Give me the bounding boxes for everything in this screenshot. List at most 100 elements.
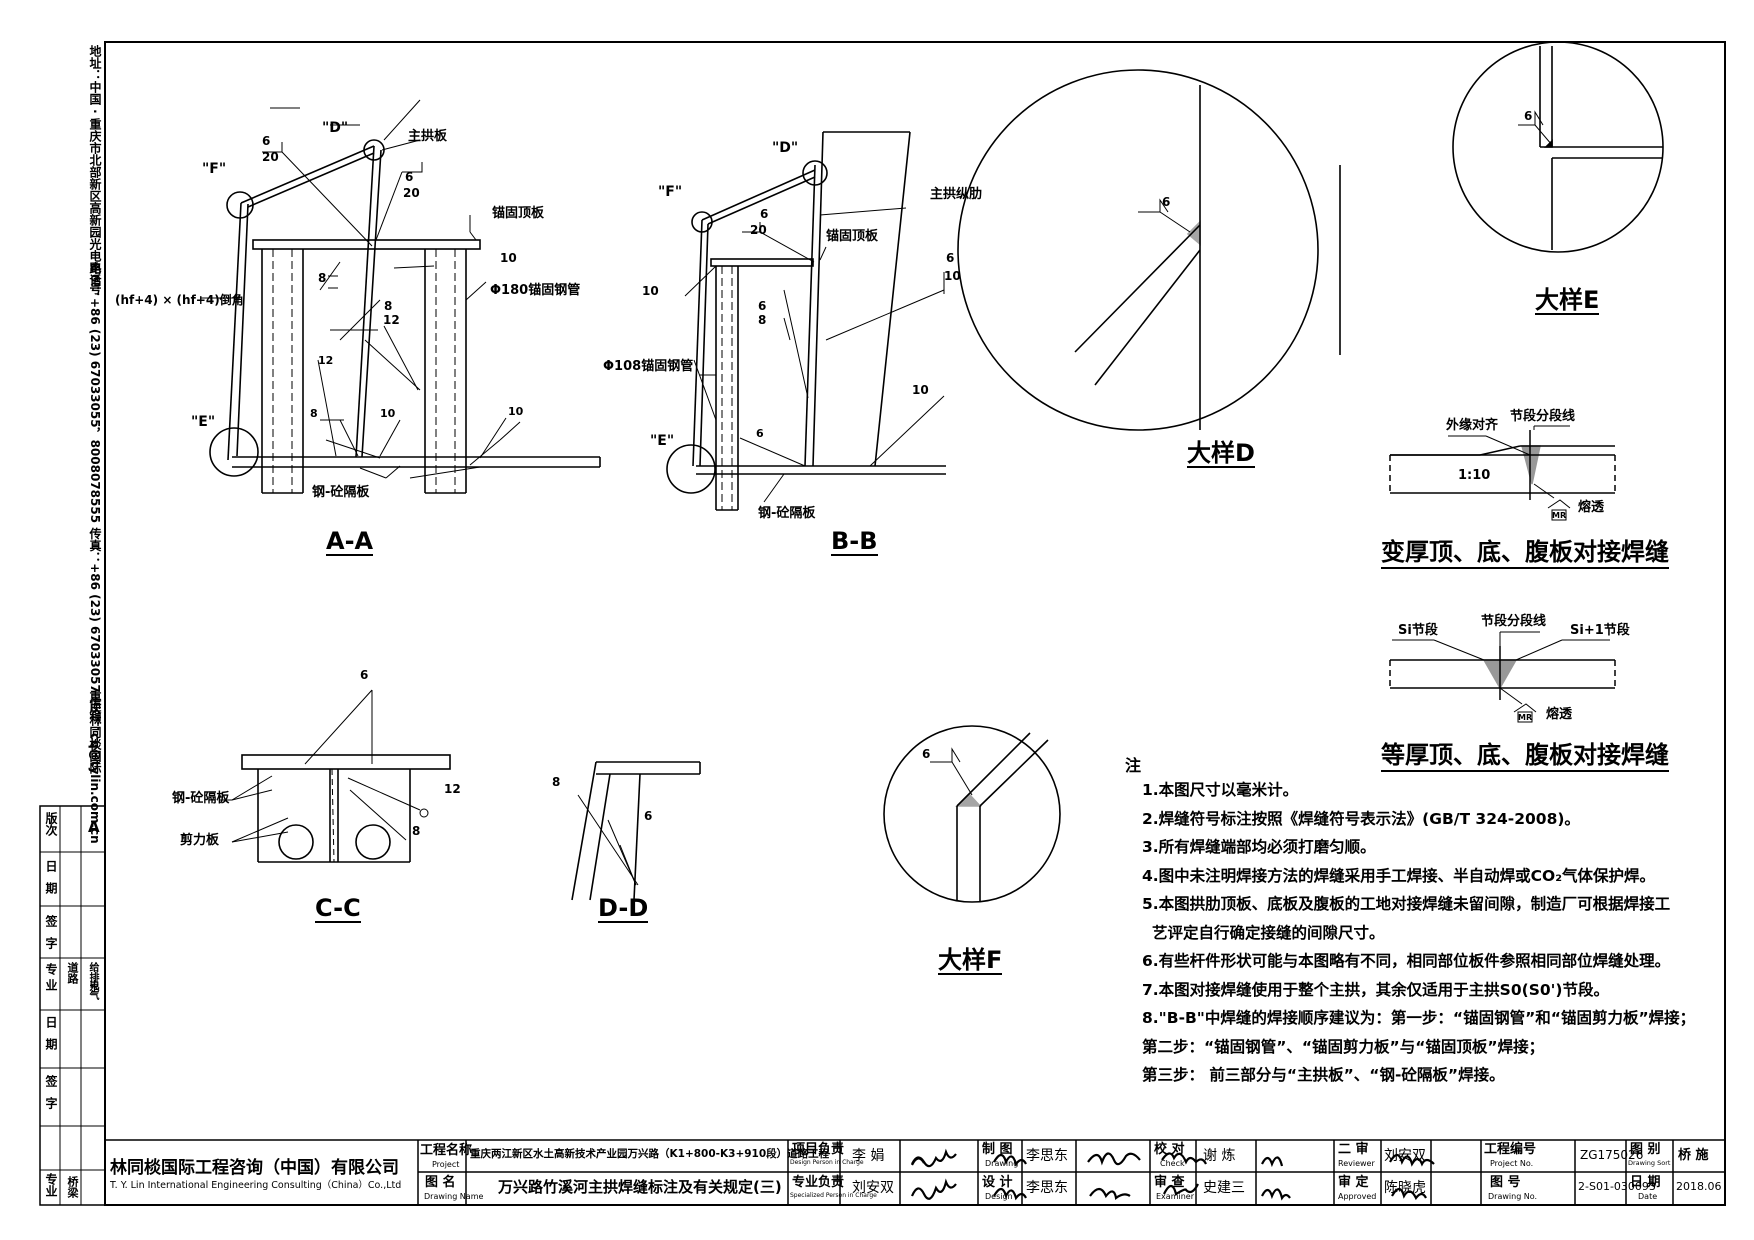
- cc-partition: 钢-砼隔板: [172, 791, 230, 806]
- dwg-no-en: Drawing No.: [1488, 1192, 1538, 1201]
- detail-f-drawing: [883, 725, 1061, 903]
- note-item: 第二步：“锚固钢管”、“锚固剪力板”与“锚固顶板”焊接；: [1142, 1037, 1545, 1056]
- section-aa-leaders: [200, 99, 521, 479]
- check-label: 校 对: [1154, 1142, 1185, 1157]
- detail-d-caption: 大样D: [1187, 439, 1255, 469]
- proj-lead-en: Design Person in Charge: [790, 1159, 864, 1166]
- section-cc-drawing: [241, 754, 451, 863]
- proj-lead-label: 项目负责: [792, 1142, 845, 1157]
- strip-label-sign-2: 签字: [44, 1075, 58, 1119]
- bw2-seg-line: 节段分段线: [1481, 614, 1547, 629]
- design-label: 设 计: [982, 1175, 1013, 1190]
- approve-label: 审 定: [1338, 1175, 1369, 1190]
- strip-label-date-1: 日期: [44, 860, 58, 904]
- note-item: 第三步： 前三部分与“主拱板”、“钢-砼隔板”焊接。: [1142, 1066, 1505, 1084]
- aa-label-d: "D": [322, 120, 349, 136]
- approver: 陈晓虎: [1384, 1180, 1426, 1196]
- bw1-slope: 1:10: [1458, 468, 1491, 483]
- note-item: 4.图中未注明焊接方法的焊缝采用手工焊接、半自动焊或CO₂气体保护焊。: [1142, 866, 1656, 885]
- aa-pipe: Φ180锚固钢管: [490, 283, 581, 298]
- check-en: Check: [1160, 1159, 1185, 1168]
- bb-weld-6: 6: [946, 251, 955, 265]
- bb-label-f: "F": [658, 184, 683, 200]
- designer: 李思东: [1026, 1180, 1068, 1196]
- bw1-mr: MR: [1552, 511, 1567, 520]
- proj-lead: 李 娟: [852, 1148, 885, 1164]
- side-contact: 电话：+86 (23) 67033055，8008078555 传真：+86 (…: [88, 262, 102, 844]
- detail-e-drawing: [1452, 41, 1664, 253]
- signatures: [910, 1148, 1435, 1201]
- project-label: 工程名称: [420, 1143, 473, 1158]
- exam-en: Examiner: [1156, 1192, 1194, 1201]
- project-name: 重庆两江新区水土高新技术产业园万兴路（K1+800-K3+910段）道路工程: [470, 1148, 830, 1160]
- review-en: Reviewer: [1338, 1159, 1375, 1168]
- aa-weld-5: 10: [500, 251, 517, 265]
- draw-label: 制 图: [982, 1142, 1013, 1157]
- bw1-caption: 变厚顶、底、腹板对接焊缝: [1381, 538, 1669, 569]
- section-aa-drawing: [209, 139, 601, 494]
- design-en: Design: [985, 1192, 1013, 1201]
- bb-label-d: "D": [772, 140, 799, 156]
- detail-e-weld: 6: [1524, 109, 1533, 123]
- bb-partition: 钢-砼隔板: [758, 506, 816, 521]
- bw2-right-seg: Si+1节段: [1570, 623, 1630, 638]
- aa-weld-7: 8: [384, 299, 393, 313]
- review-label: 二 审: [1338, 1142, 1369, 1157]
- butt-weld-constant-drawing: [1389, 646, 1616, 700]
- aa-weld-6: 8: [318, 271, 327, 285]
- aa-weld-12: 10: [508, 405, 524, 418]
- strip-discipline-road: 道路: [66, 962, 79, 984]
- bb-weld-8: 10: [912, 383, 929, 397]
- aa-chamfer: (hf+4) × (hf+4)倒角: [115, 293, 244, 307]
- section-bb-drawing: [666, 131, 946, 511]
- date-en: Date: [1638, 1192, 1658, 1201]
- section-cc-leaders: [220, 689, 429, 843]
- detail-f-caption: 大样F: [938, 946, 1003, 976]
- left-revision-strip: [39, 805, 106, 1206]
- proj-no-en: Project No.: [1490, 1159, 1534, 1168]
- exam-label: 审 查: [1154, 1175, 1185, 1190]
- notes-title: 注: [1125, 756, 1142, 775]
- drafter: 李思东: [1026, 1148, 1068, 1164]
- bb-caption: B-B: [831, 527, 878, 557]
- detail-d-drawing: [957, 69, 1341, 431]
- bb-weld-2: 20: [750, 223, 767, 237]
- cc-weld-3: 8: [412, 824, 421, 838]
- aa-anchor-top: 锚固顶板: [492, 206, 545, 221]
- side-company: 重庆林同棪国际: [88, 690, 102, 774]
- strip-version: A: [88, 818, 100, 836]
- note-item: 艺评定自行确定接缝的间隙尺寸。: [1152, 923, 1385, 942]
- side-address: 地址：中国 · 重庆市北部新区高新园光电路6号: [88, 45, 102, 295]
- draw-en: Drawing: [985, 1159, 1019, 1168]
- bb-weld-9: 6: [756, 427, 764, 440]
- cc-weld-1: 6: [360, 668, 369, 682]
- note-item: 2.焊缝符号标注按照《焊缝符号表示法》(GB/T 324-2008)。: [1142, 809, 1580, 828]
- detail-f-weld: 6: [922, 747, 931, 761]
- aa-label-f: "F": [202, 161, 227, 177]
- examiner: 史建三: [1203, 1180, 1245, 1196]
- spec-lead: 刘安双: [852, 1180, 894, 1196]
- bw1-through: 熔透: [1578, 500, 1605, 515]
- dwg-no: 2-S01-030093: [1578, 1180, 1656, 1193]
- note-item: 7.本图对接焊缝使用于整个主拱，其余仅适用于主拱S0(S0')节段。: [1142, 980, 1609, 999]
- aa-weld-10: 8: [310, 407, 318, 420]
- drawing-label-en: Drawing Name: [424, 1192, 484, 1201]
- company-name-en: T. Y. Lin International Engineering Cons…: [110, 1180, 402, 1191]
- note-item: 6.有些杆件形状可能与本图略有不同，相同部位板件参照相同部位焊缝处理。: [1142, 952, 1671, 970]
- date: 2018.06: [1676, 1180, 1722, 1193]
- bb-pipe: Φ108锚固钢管: [603, 359, 694, 374]
- dd-weld-2: 6: [644, 809, 653, 823]
- section-dd-drawing: [571, 761, 701, 901]
- note-item: 5.本图拱肋顶板、底板及腹板的工地对接焊缝未留间隙，制造厂可根据焊接工: [1142, 895, 1671, 913]
- strip-label-date-2: 日期: [44, 1016, 58, 1060]
- bb-weld-3: 10: [642, 284, 659, 298]
- bw2-left-seg: Si节段: [1398, 623, 1438, 638]
- bb-rib: 主拱纵肋: [930, 187, 983, 202]
- aa-weld-1: 6: [262, 134, 271, 148]
- title-block-grid: [105, 1139, 1725, 1205]
- reviewer: 刘安双: [1384, 1148, 1426, 1164]
- proj-no: ZG175026: [1580, 1148, 1644, 1162]
- approve-en: Approved: [1338, 1192, 1377, 1201]
- aa-label-e: "E": [191, 414, 216, 430]
